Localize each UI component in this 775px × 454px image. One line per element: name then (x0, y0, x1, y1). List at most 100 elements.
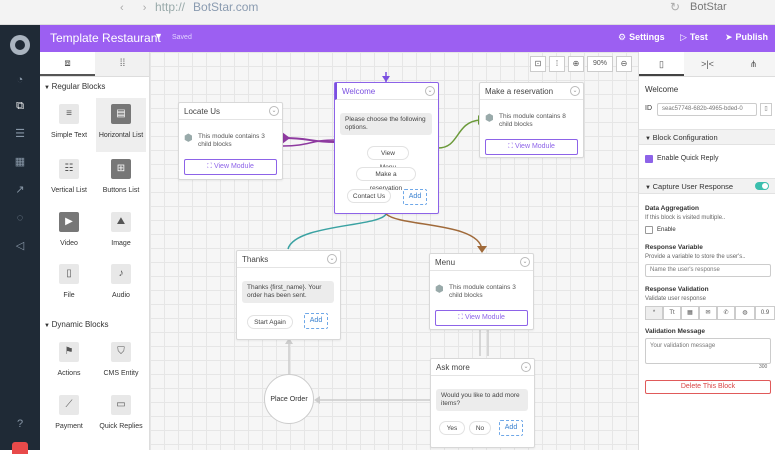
block-image[interactable]: ⛰Image (96, 206, 146, 260)
block-cms-entity[interactable]: ⛉CMS Entity (96, 336, 146, 390)
block-actions[interactable]: ⚑Actions (44, 336, 94, 390)
browser-tab-title[interactable]: BotStar (690, 1, 727, 13)
fit-screen-icon[interactable]: ⊡ (530, 56, 546, 72)
tab-hierarchy[interactable]: ⋔ (731, 52, 775, 76)
vertical-list-icon: ☷ (59, 159, 79, 179)
tab-code[interactable]: >|< (685, 52, 730, 76)
block-configuration-header[interactable]: Block Configuration (639, 129, 775, 145)
add-reply-button[interactable]: Add (304, 313, 328, 329)
flow-canvas[interactable]: ⊡ ⁞ ⊕ 90% ⊖ Locate Us⌄ This module conta… (150, 52, 638, 450)
view-module-button[interactable]: ⛶ View Module (485, 139, 578, 155)
block-simple-text[interactable]: ≡Simple Text (44, 98, 94, 152)
node-locate-us[interactable]: Locate Us⌄ This module contains 3 child … (178, 102, 283, 180)
chevron-down-icon[interactable]: ⌄ (269, 106, 279, 116)
node-make-reservation[interactable]: Make a reservation⌄ This module contains… (479, 82, 584, 158)
publish-button[interactable]: ➤Publish (725, 32, 769, 42)
block-payment[interactable]: ⟋Payment (44, 389, 94, 443)
capture-response-toggle[interactable] (755, 182, 769, 190)
gear-icon: ⚙ (618, 32, 627, 42)
chevron-down-icon[interactable]: ⌄ (521, 362, 531, 372)
add-reply-button[interactable]: Add (403, 189, 427, 205)
response-variable-label: Response Variable (645, 244, 703, 251)
validation-any-icon[interactable]: * (645, 306, 663, 320)
block-horizontal-list[interactable]: ▤Horizontal List (96, 98, 146, 152)
validation-email-icon[interactable]: ✉ (699, 306, 717, 320)
node-place-order[interactable]: Place Order (264, 374, 314, 424)
back-forward-icons[interactable]: ‹ › (120, 2, 155, 14)
test-button[interactable]: ▷Test (680, 32, 708, 42)
grid-icon[interactable]: ▦ (14, 156, 26, 168)
dynamic-blocks-header[interactable]: Dynamic Blocks (44, 320, 109, 329)
quick-reply-make-reservation[interactable]: Make a reservation (356, 167, 416, 192)
analytics-icon[interactable]: ↗ (15, 184, 25, 196)
zoom-out-icon[interactable]: ⊖ (616, 56, 632, 72)
zoom-in-icon[interactable]: ⊕ (568, 56, 584, 72)
quick-reply-start-again[interactable]: Start Again (247, 315, 293, 329)
dashboard-icon[interactable]: ◔ (16, 74, 24, 86)
block-audio[interactable]: ♪Audio (96, 258, 146, 312)
quick-reply-yes[interactable]: Yes (439, 421, 465, 435)
chat-icon[interactable]: ◌ (16, 212, 24, 224)
copy-icon[interactable]: ▯ (760, 103, 772, 116)
block-video[interactable]: ▶Video (44, 206, 94, 260)
user-avatar[interactable] (12, 442, 28, 454)
flow-builder-icon[interactable]: ⧉ (0, 93, 40, 119)
quick-reply-no[interactable]: No (469, 421, 491, 435)
add-reply-button[interactable]: Add (499, 420, 523, 436)
regular-blocks-header[interactable]: Regular Blocks (44, 82, 106, 91)
tab-block-settings[interactable]: ▯ (639, 52, 684, 76)
tab-variables[interactable]: ⁞⁞ (95, 52, 149, 76)
block-vertical-list[interactable]: ☷Vertical List (44, 153, 94, 207)
bot-title[interactable]: Template Restaurant (50, 31, 161, 45)
broadcast-icon[interactable]: ◁ (15, 240, 25, 252)
id-label: ID (645, 105, 652, 112)
validation-phone-icon[interactable]: ✆ (717, 306, 735, 320)
image-icon: ⛰ (111, 212, 131, 232)
video-icon: ▶ (59, 212, 79, 232)
properties-panel: ▯ >|< ⋔ Welcome ID seac57748-682b-4965-b… (638, 52, 775, 450)
help-icon[interactable]: ? (16, 418, 24, 430)
capture-user-response-header[interactable]: Capture User Response (639, 178, 775, 194)
validation-url-icon[interactable]: ◍ (735, 306, 755, 320)
validation-date-icon[interactable]: ▦ (681, 306, 699, 320)
block-quick-replies[interactable]: ▭Quick Replies (96, 389, 146, 443)
message-bubble[interactable]: Please choose the following options. (340, 113, 432, 135)
settings-button[interactable]: ⚙Settings (618, 32, 665, 42)
database-icon[interactable]: ☰ (15, 128, 25, 140)
chevron-down-icon[interactable]: ⌄ (327, 254, 337, 264)
block-buttons-list[interactable]: ⊞Buttons List (96, 153, 146, 207)
validation-text-icon[interactable]: Tt (663, 306, 681, 320)
chevron-down-icon[interactable]: ⌄ (570, 86, 580, 96)
node-menu[interactable]: Menu⌄ This module contains 3 child block… (429, 253, 534, 330)
view-module-button[interactable]: ⛶ View Module (435, 310, 528, 326)
block-file[interactable]: ▯File (44, 258, 94, 312)
reload-icon[interactable]: ↻ (670, 0, 681, 14)
chevron-down-icon[interactable]: ⌄ (520, 257, 530, 267)
canvas-toolbar: ⊡ ⁞ ⊕ 90% ⊖ (530, 56, 632, 72)
chevron-down-icon[interactable]: ⌄ (425, 86, 435, 96)
block-id-field[interactable]: seac57748-682b-4965-bded-0 (657, 103, 757, 116)
validation-number-button[interactable]: 0.9 (755, 306, 775, 320)
botstar-logo-icon[interactable] (10, 35, 30, 55)
view-module-button[interactable]: ⛶ View Module (184, 159, 277, 175)
enable-quick-reply-checkbox[interactable] (645, 155, 653, 163)
response-variable-input[interactable]: Name the user's response (645, 264, 771, 277)
data-aggregation-checkbox[interactable] (645, 226, 653, 234)
message-bubble[interactable]: Would you like to add more items? (436, 389, 528, 411)
message-bubble[interactable]: Thanks {first_name}. Your order has been… (242, 281, 334, 303)
url-scheme: http:// (155, 0, 186, 14)
enable-quick-reply-label: Enable Quick Reply (657, 155, 719, 162)
chevron-down-icon[interactable]: ▼ (154, 31, 163, 41)
blocks-panel: ⧈ ⁞⁞ Regular Blocks ≡Simple Text ▤Horizo… (40, 52, 150, 450)
validation-message-input[interactable]: Your validation message (645, 338, 771, 364)
node-welcome[interactable]: Welcome⌄ Please choose the following opt… (334, 82, 439, 214)
grid-toggle-icon[interactable]: ⁞ (549, 56, 565, 72)
delete-block-button[interactable]: Delete This Block (645, 380, 771, 394)
quick-reply-contact-us[interactable]: Contact Us (347, 189, 391, 203)
tab-blocks[interactable]: ⧈ (40, 52, 95, 76)
address-bar[interactable]: http://BotStar.com (155, 0, 258, 14)
node-ask-more[interactable]: Ask more⌄ Would you like to add more ite… (430, 358, 535, 448)
node-thanks[interactable]: Thanks⌄ Thanks {first_name}. Your order … (236, 250, 341, 340)
quick-reply-view-menu[interactable]: View Menu (367, 146, 409, 171)
enable-label: Enable (657, 227, 676, 233)
